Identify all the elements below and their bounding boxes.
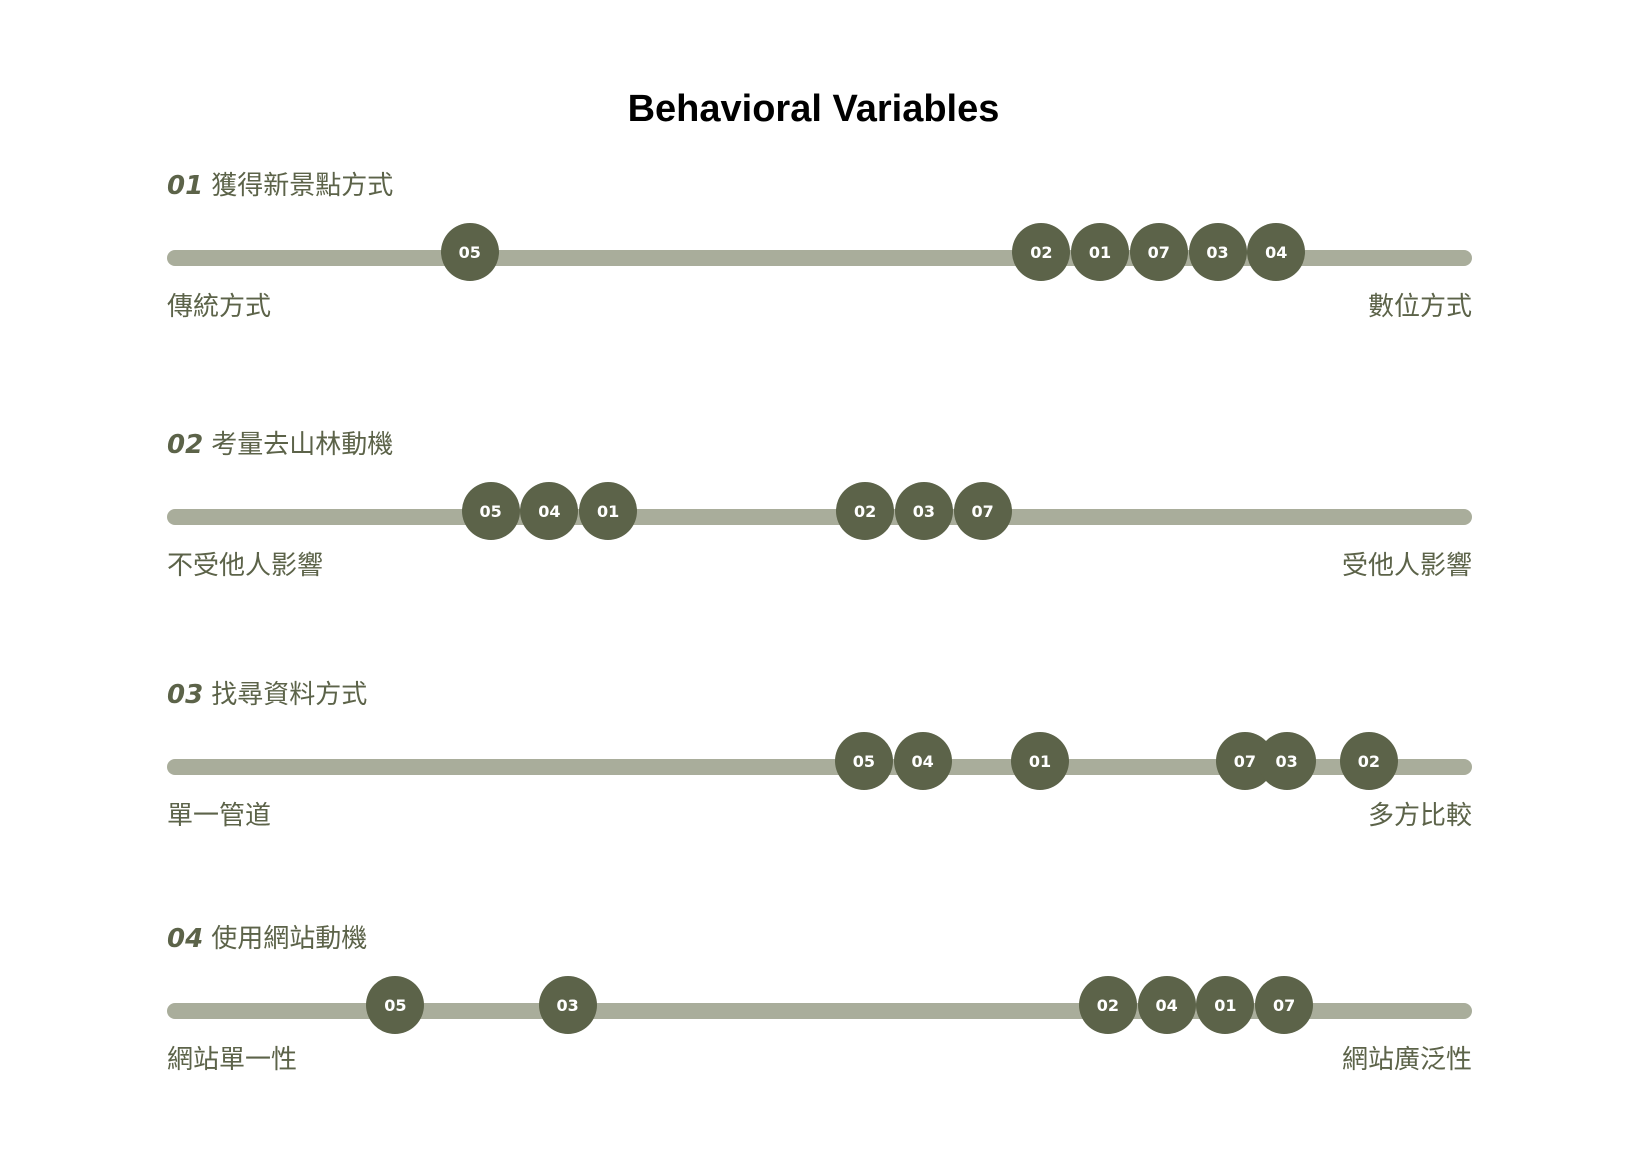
variable-number: 04 bbox=[167, 924, 204, 954]
persona-marker: 02 bbox=[1078, 976, 1137, 1034]
persona-marker: 07 bbox=[953, 482, 1012, 540]
persona-marker: 02 bbox=[1012, 223, 1071, 281]
persona-marker: 03 bbox=[894, 482, 953, 540]
persona-marker: 03 bbox=[1257, 732, 1316, 790]
scale-left-label: 傳統方式 bbox=[167, 292, 272, 322]
variable-number: 02 bbox=[167, 430, 204, 460]
scale-left-label: 不受他人影響 bbox=[167, 551, 324, 581]
persona-marker: 01 bbox=[1196, 976, 1255, 1034]
persona-marker: 07 bbox=[1255, 976, 1314, 1034]
variable-title: 考量去山林動機 bbox=[211, 430, 394, 460]
persona-marker: 05 bbox=[834, 732, 893, 790]
scale-track bbox=[167, 509, 1472, 525]
variable-title: 使用網站動機 bbox=[211, 924, 368, 954]
scale-right-label: 數位方式 bbox=[1367, 292, 1472, 322]
persona-marker: 02 bbox=[1339, 732, 1398, 790]
variable-number: 03 bbox=[167, 680, 204, 710]
scale-left-label: 單一管道 bbox=[167, 801, 272, 831]
persona-marker: 04 bbox=[520, 482, 579, 540]
persona-marker: 03 bbox=[1188, 223, 1247, 281]
persona-marker: 02 bbox=[836, 482, 895, 540]
persona-marker: 04 bbox=[1247, 223, 1306, 281]
scale-right-label: 網站廣泛性 bbox=[1341, 1045, 1472, 1075]
persona-marker: 03 bbox=[538, 976, 597, 1034]
persona-marker: 05 bbox=[440, 223, 499, 281]
scale-track bbox=[167, 759, 1472, 775]
persona-marker: 04 bbox=[1137, 976, 1196, 1034]
persona-marker: 05 bbox=[461, 482, 520, 540]
variable-title: 獲得新景點方式 bbox=[211, 171, 394, 201]
persona-marker: 07 bbox=[1129, 223, 1188, 281]
variable-title: 找尋資料方式 bbox=[211, 680, 368, 710]
persona-marker: 01 bbox=[1011, 732, 1070, 790]
page-title: Behavioral Variables bbox=[627, 88, 1000, 130]
persona-marker: 01 bbox=[1071, 223, 1130, 281]
variable-number: 01 bbox=[167, 171, 204, 201]
scale-right-label: 受他人影響 bbox=[1341, 551, 1472, 581]
persona-marker: 05 bbox=[366, 976, 425, 1034]
scale-right-label: 多方比較 bbox=[1367, 801, 1472, 831]
persona-marker: 04 bbox=[893, 732, 952, 790]
scale-left-label: 網站單一性 bbox=[167, 1045, 298, 1075]
persona-marker: 01 bbox=[579, 482, 638, 540]
